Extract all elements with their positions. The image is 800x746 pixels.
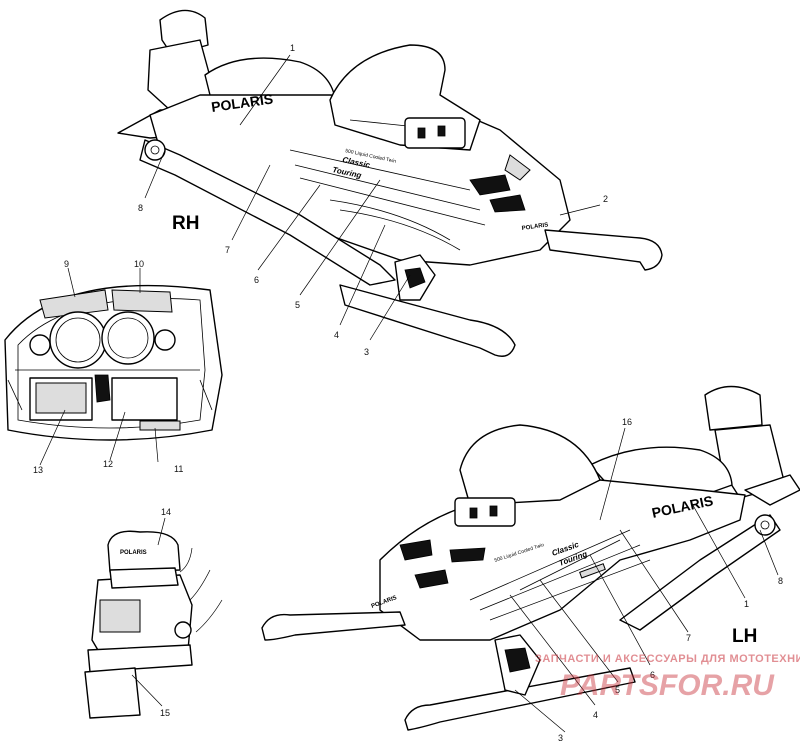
- callout-lh-16: 16: [622, 417, 632, 427]
- leader-lines-rh: [144, 54, 601, 341]
- callout-rh-3: 3: [364, 347, 369, 357]
- callout-lh-4: 4: [593, 710, 598, 720]
- callout-lh-8: 8: [778, 576, 783, 586]
- callout-lh-1: 1: [744, 599, 749, 609]
- callout-dash-12: 12: [103, 459, 113, 469]
- callout-rh-1: 1: [290, 43, 295, 53]
- callout-dash-10: 10: [134, 259, 144, 269]
- snowmobile-rh: POLARIS POLARIS Classic Touring 500 Liqu…: [117, 9, 663, 357]
- callout-seat-15: 15: [160, 708, 170, 718]
- leader-lines-dash: [39, 267, 159, 466]
- callout-dash-9: 9: [64, 259, 69, 269]
- seat-backrest: POLARIS: [84, 530, 193, 719]
- callout-lh-3: 3: [558, 733, 563, 743]
- callout-rh-5: 5: [295, 300, 300, 310]
- watermark-tagline: ЗАПЧАСТИ И АКСЕССУАРЫ ДЛЯ МОТОТЕХНИКИ: [535, 653, 800, 665]
- side-label-rh: RH: [172, 213, 199, 234]
- callout-rh-6: 6: [254, 275, 259, 285]
- dash-panel: [4, 284, 223, 441]
- callout-rh-8: 8: [138, 203, 143, 213]
- leader-lines-seat: [131, 517, 223, 707]
- callout-lh-5: 5: [615, 685, 620, 695]
- callout-seat-14: 14: [161, 507, 171, 517]
- callout-dash-11: 11: [174, 464, 183, 474]
- leader-lines-lh: [509, 427, 779, 733]
- callout-rh-7: 7: [225, 245, 230, 255]
- callout-rh-2: 2: [603, 194, 608, 204]
- callout-lh-7: 7: [686, 633, 691, 643]
- callout-rh-4: 4: [334, 330, 339, 340]
- side-label-lh: LH: [732, 626, 757, 647]
- callout-dash-13: 13: [33, 465, 43, 475]
- polaris-nose-decal-rh: POLARIS: [521, 222, 548, 232]
- watermark-site: PARTSFOR.RU: [560, 669, 775, 702]
- polaris-seat-decal: POLARIS: [120, 550, 147, 556]
- callout-lh-6: 6: [650, 670, 655, 680]
